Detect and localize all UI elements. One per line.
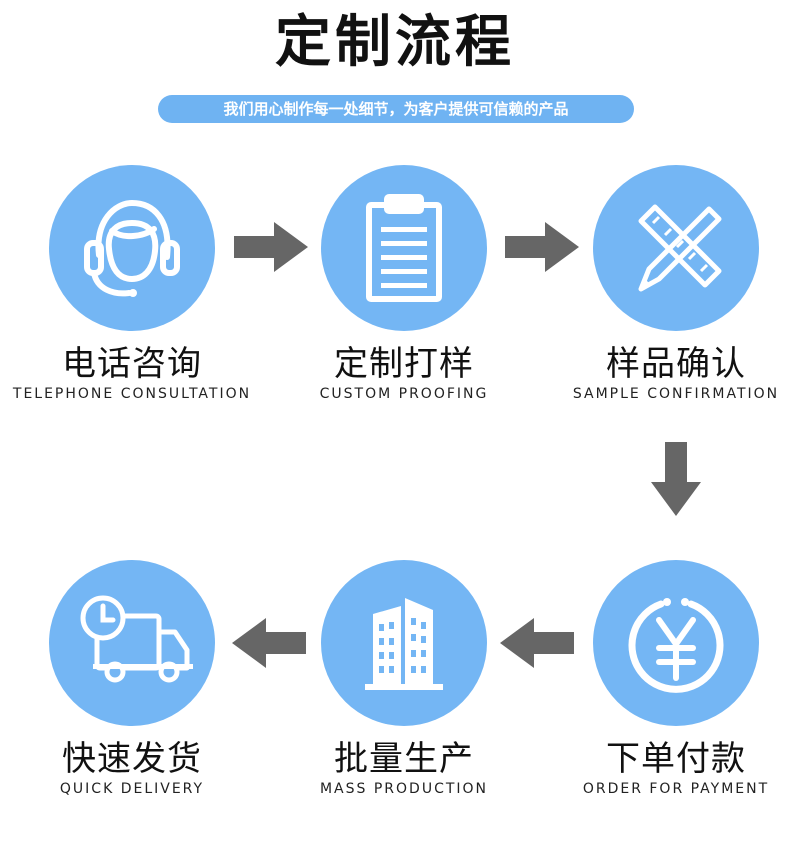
step-circle	[321, 165, 487, 331]
arrow-right-icon	[234, 222, 308, 272]
buildings-factory-icon	[365, 598, 443, 690]
step-title: 下单付款	[606, 739, 746, 779]
step-subtitle: SAMPLE CONFIRMATION	[572, 386, 780, 402]
step-sample-confirmation: 样品确认 SAMPLE CONFIRMATION	[551, 165, 790, 403]
page-title: 定制流程	[275, 10, 515, 75]
step-title: 电话咨询	[62, 344, 202, 384]
step-custom-proofing: 定制打样 CUSTOM PROOFING	[279, 165, 529, 403]
step-circle	[49, 560, 215, 726]
arrow-down-icon	[651, 442, 701, 516]
step-circle	[321, 560, 487, 726]
clipboard-document-icon	[366, 194, 442, 302]
step-circle	[593, 165, 759, 331]
subtitle-banner: 我们用心制作每一处细节，为客户提供可信赖的产品	[158, 95, 634, 123]
step-subtitle: QUICK DELIVERY	[59, 781, 205, 797]
arrow-left-icon	[500, 618, 574, 668]
step-mass-production: 批量生产 MASS PRODUCTION	[279, 560, 529, 798]
step-title: 批量生产	[334, 739, 474, 779]
arrow-left-icon	[232, 618, 306, 668]
arrow-right-icon	[505, 222, 579, 272]
pencil-ruler-icon	[638, 204, 722, 292]
step-subtitle: ORDER FOR PAYMENT	[582, 781, 770, 797]
step-subtitle: CUSTOM PROOFING	[319, 386, 489, 402]
step-subtitle: MASS PRODUCTION	[319, 781, 489, 797]
step-title: 定制打样	[334, 344, 474, 384]
step-telephone-consultation: 电话咨询 TELEPHONE CONSULTATION	[7, 165, 257, 403]
step-title: 快速发货	[62, 739, 202, 779]
step-title: 样品确认	[606, 344, 746, 384]
headset-customer-service-icon	[84, 200, 180, 297]
step-circle	[49, 165, 215, 331]
delivery-truck-icon	[80, 595, 193, 683]
yuan-payment-icon	[628, 598, 724, 693]
step-order-for-payment: 下单付款 ORDER FOR PAYMENT	[551, 560, 790, 798]
step-circle	[593, 560, 759, 726]
step-subtitle: TELEPHONE CONSULTATION	[12, 386, 252, 402]
step-quick-delivery: 快速发货 QUICK DELIVERY	[7, 560, 257, 798]
